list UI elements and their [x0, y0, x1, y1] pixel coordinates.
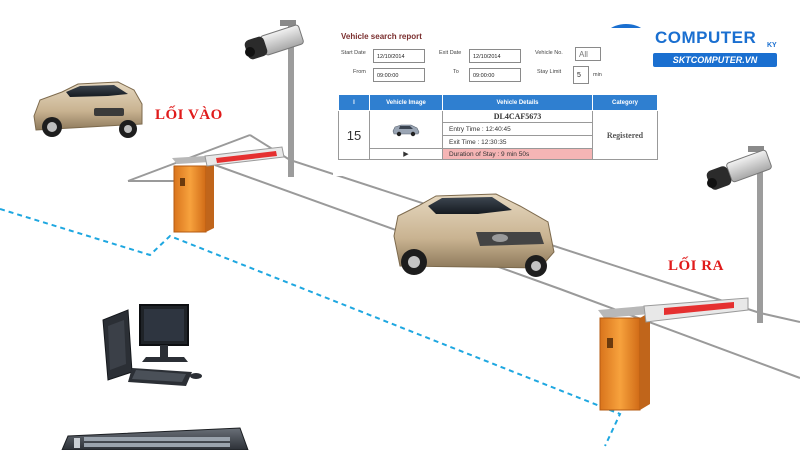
entrance-barrier-icon: [172, 146, 285, 233]
network-cable: [0, 208, 622, 447]
entrance-camera-icon: [244, 20, 304, 177]
exit-camera-icon: [706, 146, 772, 323]
from-label: From: [353, 69, 366, 75]
column-header: Vehicle Details: [442, 94, 593, 111]
start-date-label: Start Date: [341, 50, 366, 56]
logo-main-text: COMPUTER: [655, 28, 757, 47]
start-date-field[interactable]: 12/10/2014: [373, 49, 425, 63]
vehicle-no-field[interactable]: All: [575, 47, 601, 61]
exit-barrier-icon: [598, 297, 749, 411]
table-row[interactable]: 15 DL4CAF5673 Registered: [338, 110, 658, 160]
from-field[interactable]: 09:00:00: [373, 68, 425, 82]
to-field[interactable]: 09:00:00: [469, 68, 521, 82]
vehicle-image-cell: [369, 110, 443, 149]
stay-limit-unit: min: [593, 72, 602, 78]
table-header-row: I Vehicle Image Vehicle Details Category: [338, 94, 658, 111]
vehicle-category: Registered: [592, 110, 658, 160]
exit-label: LỐI RA: [668, 258, 724, 274]
entrance-label: LỐI VÀO: [155, 107, 223, 123]
car-icon-center: [393, 193, 555, 277]
row-index: 15: [338, 110, 370, 160]
exit-time: Exit Time : 12:30:35: [442, 135, 593, 149]
vehicle-thumbnail-icon: [392, 124, 420, 136]
vehicle-search-report: Vehicle search report Start Date 12/10/2…: [333, 28, 663, 176]
company-logo: COMPUTER KY SKTCOMPUTER.VN: [597, 24, 797, 80]
car-icon-entrance: [33, 81, 143, 138]
table-row: ▶ Duration of Stay : 9 min 50s: [339, 148, 658, 160]
end-date-label: Exit Date: [439, 50, 462, 56]
column-header: Vehicle Image: [369, 94, 443, 111]
column-header: I: [338, 94, 370, 111]
vehicle-plate: DL4CAF5673: [442, 110, 593, 123]
vehicle-no-label: Vehicle No.: [535, 50, 563, 56]
to-label: To: [453, 69, 459, 75]
report-title: Vehicle search report: [341, 32, 422, 41]
stay-limit-label: Stay Limit: [537, 69, 562, 75]
play-button-icon[interactable]: ▶: [369, 148, 443, 160]
report-table: I Vehicle Image Vehicle Details Category…: [338, 94, 658, 160]
entry-time: Entry Time : 12:40:45: [442, 122, 593, 136]
logo-suffix-text: KY: [767, 42, 777, 49]
column-header: Category: [592, 94, 658, 111]
end-date-field[interactable]: 12/10/2014: [469, 49, 521, 63]
logo-domain-text: SKTCOMPUTER.VN: [653, 53, 777, 67]
stay-limit-field[interactable]: 5: [573, 66, 589, 84]
stay-duration: Duration of Stay : 9 min 50s: [442, 148, 593, 160]
server-icon: [61, 427, 249, 450]
computer-icon: [102, 304, 202, 386]
